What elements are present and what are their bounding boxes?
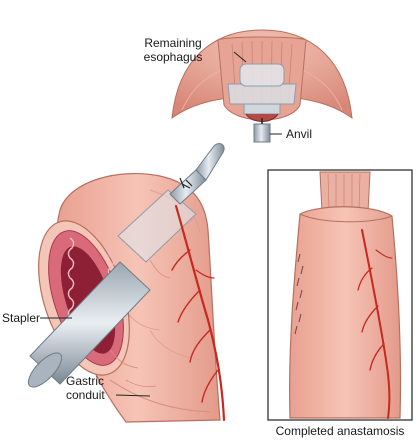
label-stapler: Stapler <box>2 311 41 325</box>
label-anvil: Anvil <box>286 127 313 141</box>
label-gastric-conduit-line2: conduit <box>66 388 105 402</box>
conduit-vessels <box>171 204 226 422</box>
completed-conduit <box>289 206 402 419</box>
anvil-device <box>227 63 297 143</box>
label-completed-anastamosis: Completed anastamosis <box>275 424 405 438</box>
label-remaining-esophagus: Remaining esophagus <box>118 36 228 64</box>
label-gastric-conduit-line1: Gastric <box>66 374 105 388</box>
conduit-surface-vessels <box>109 259 171 388</box>
label-remaining-esophagus-line2: esophagus <box>143 50 203 64</box>
label-gastric-conduit: Gastric conduit <box>66 374 105 402</box>
completed-conduit-vessels <box>357 229 393 419</box>
label-remaining-esophagus-line1: Remaining <box>144 36 202 50</box>
leader-lines <box>40 51 282 397</box>
completed-esophagus-segment <box>319 171 371 213</box>
